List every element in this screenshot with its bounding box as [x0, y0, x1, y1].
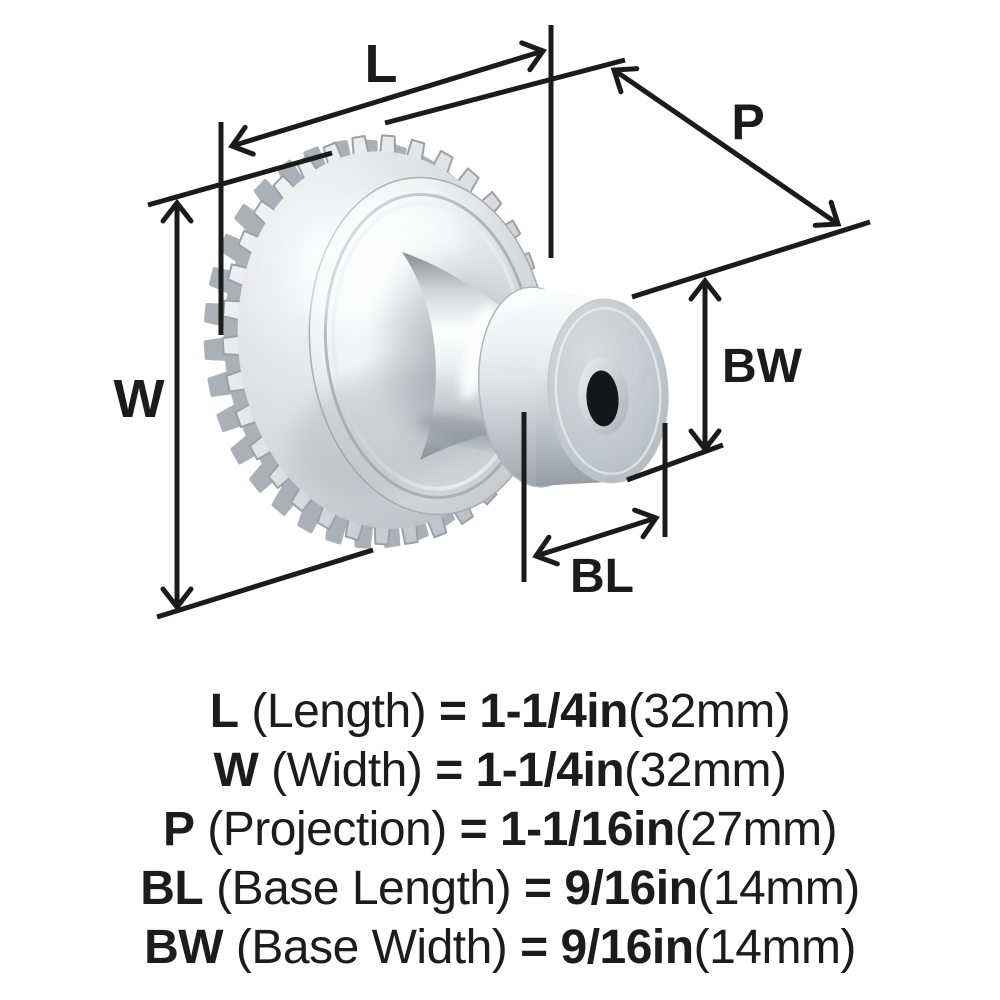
spec-metric: (27mm)	[674, 803, 838, 856]
label-projection: P	[731, 94, 764, 150]
spec-value: 9/16in	[564, 862, 698, 915]
spec-term: L	[209, 685, 239, 738]
spec-row-width: W (Width) = 1-1/4in(32mm)	[0, 741, 1000, 800]
dimension-arrow-base-length	[532, 507, 660, 567]
equals-sign: =	[523, 862, 565, 915]
knob-illustration	[203, 134, 669, 549]
base-face-ring	[554, 306, 662, 476]
label-base-width: BW	[722, 340, 803, 393]
label-width: W	[114, 369, 165, 429]
spec-desc: (Projection)	[194, 803, 460, 856]
spec-metric: (32mm)	[627, 685, 791, 738]
spec-value: 9/16in	[560, 921, 695, 974]
equals-sign: =	[435, 744, 476, 797]
extension-lines	[147, 25, 871, 620]
equals-sign: =	[459, 803, 500, 856]
spec-row-projection: P (Projection) = 1-1/16in(27mm)	[0, 800, 1000, 859]
dimension-arrow-length	[228, 40, 547, 157]
dimension-arrows	[160, 40, 842, 612]
spec-metric: (14mm)	[693, 921, 857, 974]
equals-sign: =	[520, 921, 561, 974]
spec-term: BL	[140, 862, 204, 915]
screw-hole	[586, 370, 619, 427]
spec-value: 1-1/4in	[479, 685, 628, 738]
spec-value: 1-1/16in	[499, 803, 675, 856]
spec-desc: (Base Length)	[203, 862, 524, 915]
dimension-arrow-projection	[610, 66, 842, 228]
equals-sign: =	[439, 685, 480, 738]
spec-term: BW	[144, 921, 224, 974]
spec-value: 1-1/4in	[475, 744, 625, 797]
spec-legend: L (Length) = 1-1/4in(32mm) W (Width) = 1…	[0, 682, 1000, 977]
spec-row-length: L (Length) = 1-1/4in(32mm)	[0, 682, 1000, 741]
extension-line-p-upper	[384, 57, 626, 126]
extension-line-w-bottom	[156, 547, 374, 620]
label-length: L	[365, 34, 398, 94]
spec-row-base-width: BW (Base Width) = 9/16in(14mm)	[0, 918, 1000, 977]
spec-term: W	[213, 744, 259, 797]
spec-desc: (Length)	[238, 685, 439, 738]
spec-desc: (Base Width)	[223, 921, 521, 974]
spec-term: P	[162, 803, 195, 856]
extension-line-p-lower	[631, 219, 871, 300]
spec-desc: (Width)	[258, 744, 436, 797]
label-base-length: BL	[570, 550, 634, 603]
spec-metric: (14mm)	[697, 862, 860, 915]
base-face	[547, 298, 669, 484]
spec-row-base-length: BL (Base Length) = 9/16in(14mm)	[0, 859, 1000, 918]
extension-line-w-top	[147, 150, 333, 208]
spec-metric: (32mm)	[624, 744, 787, 797]
